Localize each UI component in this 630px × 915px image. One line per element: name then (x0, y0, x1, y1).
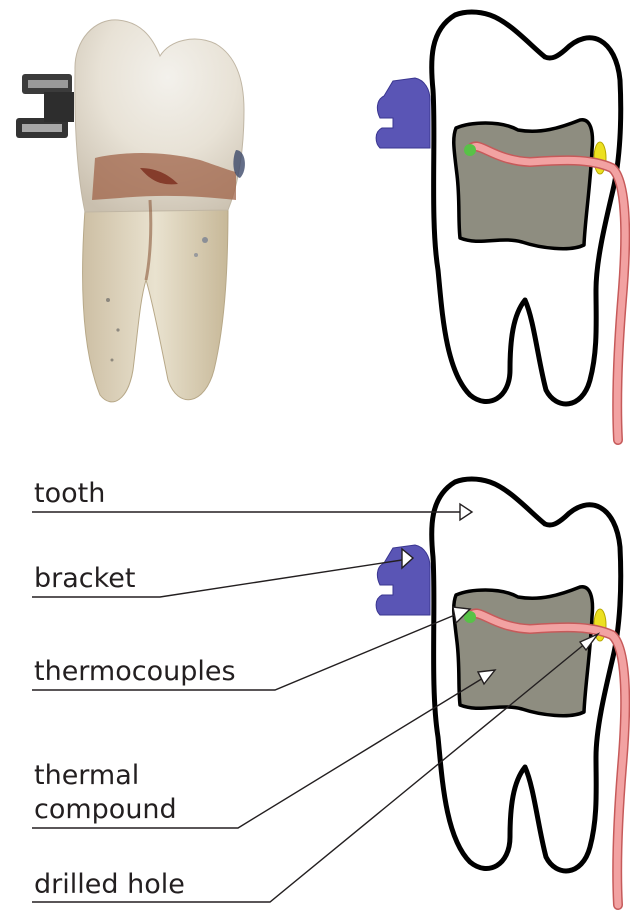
label-thermal-compound-line2: compound (34, 794, 177, 825)
thermal-compound-area-labeled (454, 587, 593, 716)
tooth-photo-bracket (16, 74, 74, 138)
labels: tooth bracket thermocouples thermal comp… (34, 478, 236, 900)
label-thermal-compound-line1: thermal (34, 760, 139, 791)
label-drilled-hole: drilled hole (34, 869, 185, 900)
tooth-schematic-top (376, 12, 625, 440)
bracket-shape (376, 78, 430, 148)
thermal-compound-area (454, 120, 593, 249)
label-bracket: bracket (34, 563, 136, 594)
tooth-schematic-bottom (376, 479, 625, 905)
thermocouple-tip (464, 144, 476, 156)
label-thermocouples: thermocouples (34, 656, 236, 687)
tooth-photo-roots (83, 205, 228, 402)
label-tooth: tooth (34, 478, 105, 509)
tooth-photo (16, 20, 245, 402)
